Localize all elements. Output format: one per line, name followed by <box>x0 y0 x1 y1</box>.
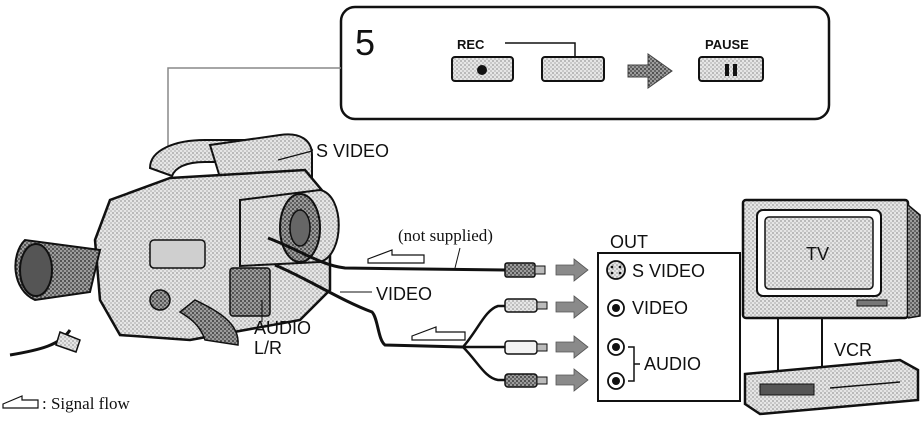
signal-flow-arrow-lower <box>412 327 465 340</box>
second-button-shape <box>542 57 604 81</box>
legend-arrow-icon <box>3 396 38 408</box>
signal-flow-arrow-upper <box>368 250 424 263</box>
pause-button-shape <box>699 57 763 81</box>
not-supplied-leader <box>455 248 460 268</box>
camcorder-video-label: VIDEO <box>376 284 432 305</box>
vcr-label: VCR <box>834 340 872 361</box>
pause-label: PAUSE <box>705 37 749 52</box>
av-cable-audio-red <box>463 347 505 380</box>
svideo-jack-icon <box>607 261 625 279</box>
jack-arrows <box>556 259 588 391</box>
camcorder-svideo-label: S VIDEO <box>316 141 389 162</box>
vcr-svideo-label: S VIDEO <box>632 261 705 282</box>
pause-bar-icon-right <box>733 64 737 76</box>
svideo-plug <box>505 263 535 277</box>
tv-illustration <box>743 200 920 318</box>
vcr-video-label: VIDEO <box>632 298 688 319</box>
rec-label: REC <box>457 37 484 52</box>
rec-dot-icon <box>477 65 487 75</box>
legend-signal-flow: : Signal flow <box>42 394 130 414</box>
camcorder-audio-label: AUDIO L/R <box>254 318 311 358</box>
av-cable-video <box>463 306 505 347</box>
audio-label-line1: AUDIO <box>254 318 311 338</box>
audio-label-line2: L/R <box>254 338 311 358</box>
step-number: 5 <box>355 22 375 64</box>
not-supplied-label: (not supplied) <box>398 226 493 246</box>
out-label: OUT <box>610 232 648 253</box>
tv-label: TV <box>806 244 829 265</box>
vcr-illustration <box>745 360 918 414</box>
vcr-audio-label: AUDIO <box>644 354 701 375</box>
pause-bar-icon-left <box>725 64 729 76</box>
